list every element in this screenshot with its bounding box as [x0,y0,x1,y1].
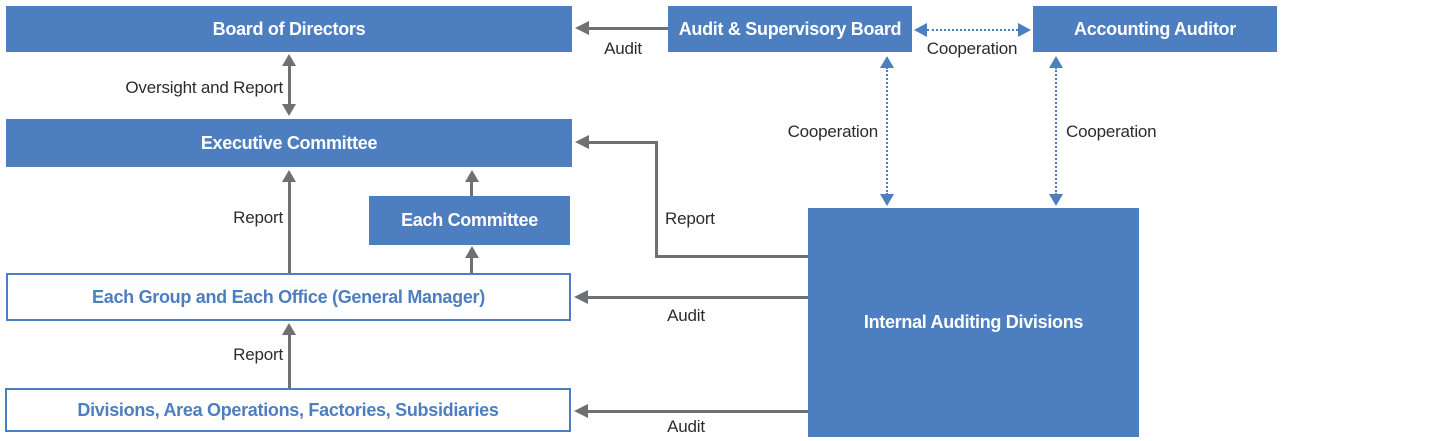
arrowhead-left-icon [575,135,589,149]
arrow-report-divisions-to-eachgroup-line [288,333,291,388]
arrowhead-right-icon [1018,23,1031,37]
arrowhead-down-icon [1049,194,1063,206]
node-board-of-directors-label: Board of Directors [212,18,366,39]
node-internal-auditing-divisions-label: Internal Auditing Divisions [863,312,1084,332]
arrowhead-up-icon [1049,56,1063,68]
node-board-of-directors: Board of Directors [6,6,572,52]
node-audit-supervisory-board: Audit & Supervisory Board [668,6,912,52]
arrowhead-left-icon [574,404,588,418]
node-internal-auditing-divisions: Internal Auditing Divisions [808,208,1139,437]
arrow-report-iad-to-exec-segment-bottom [655,255,808,258]
node-each-committee: Each Committee [369,196,570,245]
node-divisions-area-operations-label: Divisions, Area Operations, Factories, S… [77,399,499,420]
arrow-report-eachgroup-to-exec-line [288,180,291,273]
node-each-group-each-office: Each Group and Each Office (General Mana… [6,273,571,321]
edge-label-oversight-and-report: Oversight and Report [125,78,283,97]
edge-label-report-lower: Report [233,345,283,364]
arrow-eachgroup-to-eachcommittee-line [470,256,473,273]
edge-label-audit-bottom: Audit [667,417,705,436]
arrow-cooperation-asb-acct-line [927,29,1018,31]
arrowhead-up-icon [282,54,296,66]
arrow-cooperation-asb-iad-line [886,67,888,195]
arrow-cooperation-acct-iad-line [1055,67,1057,195]
arrowhead-down-icon [880,194,894,206]
arrowhead-left-icon [914,23,927,37]
arrowhead-left-icon [575,21,589,35]
arrow-report-iad-to-exec-segment-top [588,141,658,144]
arrowhead-up-icon [282,323,296,335]
arrowhead-up-icon [465,246,479,258]
arrow-audit-asb-to-board-line [588,27,668,30]
arrow-audit-iad-to-divisions-line [588,410,808,413]
arrow-eachcommittee-to-exec-line [470,180,473,196]
edge-label-report-upper: Report [233,208,283,227]
arrow-audit-iad-to-eachgroup-line [588,296,808,299]
node-each-committee-label: Each Committee [401,210,538,230]
node-accounting-auditor-label: Accounting Auditor [1074,18,1236,39]
node-each-group-each-office-label: Each Group and Each Office (General Mana… [92,286,485,307]
edge-label-cooperation-top: Cooperation [926,39,1018,58]
arrowhead-up-icon [465,170,479,182]
edge-label-audit-mid: Audit [667,306,705,325]
arrow-oversight-board-exec-line [288,64,291,106]
arrowhead-up-icon [880,56,894,68]
edge-label-audit-top: Audit [604,39,642,58]
node-audit-supervisory-board-label: Audit & Supervisory Board [678,18,902,39]
edge-label-cooperation-left: Cooperation [787,122,879,141]
node-accounting-auditor: Accounting Auditor [1033,6,1277,52]
arrowhead-down-icon [282,104,296,116]
edge-label-report-internal: Report [665,209,715,228]
node-executive-committee: Executive Committee [6,119,572,167]
node-executive-committee-label: Executive Committee [200,132,378,153]
arrowhead-up-icon [282,170,296,182]
node-divisions-area-operations: Divisions, Area Operations, Factories, S… [5,388,571,432]
edge-label-cooperation-right: Cooperation [1066,122,1157,141]
arrowhead-left-icon [574,290,588,304]
arrow-report-iad-to-exec-segment-vertical [655,141,658,258]
